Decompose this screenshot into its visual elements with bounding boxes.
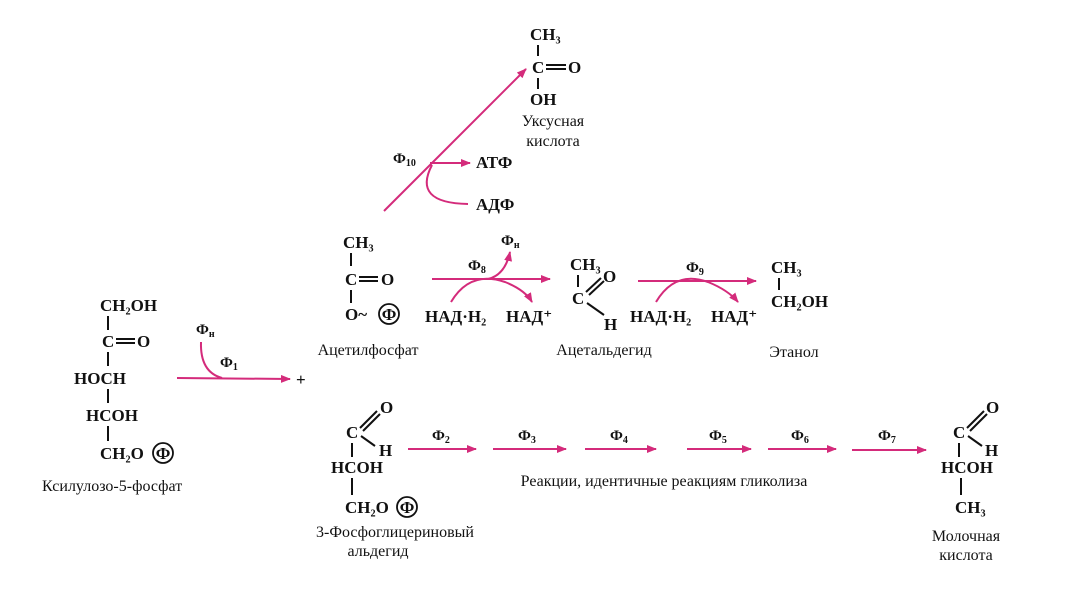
enzyme-f6: Ф6 <box>791 428 809 446</box>
double-bond <box>362 413 381 432</box>
nad-curve-arrow-2 <box>655 277 739 303</box>
double-bond <box>966 410 985 429</box>
xylulose-ch2o: CH₂O <box>100 444 144 463</box>
acetic-acid-name-2: кислота <box>526 133 580 150</box>
enzyme-f5: Ф5 <box>709 428 727 446</box>
phosphate-symbol: Ф <box>156 444 171 463</box>
acetylphosphate-structure: CH₃ C O O~ Ф Ацетилфосфат <box>318 233 419 359</box>
lactic-acid-structure: O C H HCOH CH₃ Молочная кислота <box>932 398 1001 564</box>
pga-name-1: 3-Фосфоглицериновый <box>316 524 474 541</box>
acetaldehyde-o: O <box>603 267 616 286</box>
pga-c: C <box>346 423 358 442</box>
lactate-name-1: Молочная <box>932 528 1001 545</box>
ethanol-ch3: CH₃ <box>771 258 802 277</box>
acetaldehyde-c: C <box>572 289 584 308</box>
pga-name-2: альдегид <box>347 543 408 560</box>
phosphoglyceraldehyde-structure: O C H HCOH CH₂O Ф 3-Фосфоглицериновый ал… <box>316 398 474 560</box>
enzyme-f8: Ф8 <box>468 258 486 276</box>
phosphate-symbol: Ф <box>400 498 415 517</box>
adp-curve-arrow <box>425 164 469 205</box>
enzyme-f9: Ф9 <box>686 260 704 278</box>
enzyme-f1: Ф1 <box>220 355 238 373</box>
acetaldehyde-name: Ацетальдегид <box>556 342 651 359</box>
phosphate-symbol: Ф <box>382 305 397 324</box>
acetic-o: O <box>568 58 581 77</box>
fn-release-arrow <box>487 251 512 280</box>
xylulose-hoch: HOCH <box>74 369 126 388</box>
acetylphosphate-c: C <box>345 270 357 289</box>
enzyme-fn-left: Фн <box>196 322 215 340</box>
lactate-o: O <box>986 398 999 417</box>
lactate-c: C <box>953 423 965 442</box>
double-bond <box>588 280 605 296</box>
enzyme-f10: Ф10 <box>393 151 416 169</box>
xylulose-name: Ксилулозо-5-фосфат <box>42 478 182 495</box>
pga-h: H <box>379 441 392 460</box>
lactate-hcoh: HCOH <box>941 458 993 477</box>
enzyme-f4: Ф4 <box>610 428 628 446</box>
acetaldehyde-ch3: CH₃ <box>570 255 601 274</box>
enzyme-f7: Ф7 <box>878 428 896 446</box>
double-bond <box>585 277 602 293</box>
xylulose-5-phosphate-structure: CH₂OH C O HOCH HCOH CH₂O Ф Ксилулозо-5-ф… <box>42 296 182 495</box>
acetaldehyde-h: H <box>604 315 617 334</box>
atp-label: АТФ <box>476 153 512 172</box>
pga-o: O <box>380 398 393 417</box>
acetic-c: C <box>532 58 544 77</box>
double-bond <box>359 410 378 429</box>
adp-label: АДФ <box>476 195 514 214</box>
arrow-f1 <box>176 374 291 383</box>
xylulose-hcoh: HCOH <box>86 406 138 425</box>
enzyme-f3: Ф3 <box>518 428 536 446</box>
acetic-ch3: CH₃ <box>530 25 561 44</box>
acetic-acid-name-1: Уксусная <box>522 113 585 130</box>
lactate-name-2: кислота <box>939 547 993 564</box>
nadh-label-1: НАД·Н₂ <box>425 307 486 326</box>
bond <box>586 302 605 316</box>
ethanol-name: Этанол <box>769 344 818 361</box>
lactate-h: H <box>985 441 998 460</box>
enzyme-fn-top: Фн <box>501 233 520 251</box>
lactate-ch3: CH₃ <box>955 498 986 517</box>
acetylphosphate-name: Ацетилфосфат <box>318 342 419 359</box>
nadh-label-2: НАД·Н₂ <box>630 307 691 326</box>
ethanol-ch2oh: CH₂OH <box>771 292 828 311</box>
pga-hcoh: HCOH <box>331 458 383 477</box>
nad-label-2: НАД⁺ <box>711 307 757 326</box>
fn-curve-arrow <box>199 341 223 379</box>
phosphate-circle-icon <box>152 442 174 464</box>
arrow-to-acetic-acid <box>383 68 527 212</box>
nad-label-1: НАД⁺ <box>506 307 552 326</box>
xylulose-c: C <box>102 332 114 351</box>
glycolysis-note: Реакции, идентичные реакциям гликолиза <box>521 473 808 490</box>
phosphate-circle-icon <box>396 496 418 518</box>
xylulose-ch2oh: CH₂OH <box>100 296 157 315</box>
double-bond <box>969 413 988 432</box>
acetylphosphate-o: O <box>381 270 394 289</box>
plus-sign: + <box>296 370 306 389</box>
acetylphosphate-o-link: O~ <box>345 305 367 324</box>
glycolysis-arrows: Ф2 Ф3 Ф4 Ф5 Ф6 Ф7 Реакции, идентичные ре… <box>408 428 927 490</box>
pga-ch2o: CH₂O <box>345 498 389 517</box>
acetic-acid-structure: CH₃ C O OH Уксусная кислота <box>522 25 585 150</box>
acetaldehyde-structure: CH₃ C O H Ацетальдегид <box>556 255 651 359</box>
bond <box>360 435 376 447</box>
nad-curve-arrow-1 <box>450 277 533 303</box>
xylulose-o: O <box>137 332 150 351</box>
bond <box>967 435 983 447</box>
acetic-oh: OH <box>530 90 556 109</box>
phosphate-circle-icon <box>378 303 400 325</box>
enzyme-f2: Ф2 <box>432 428 450 446</box>
acetylphosphate-ch3: CH₃ <box>343 233 374 252</box>
ethanol-structure: CH₃ CH₂OH Этанол <box>769 258 828 361</box>
